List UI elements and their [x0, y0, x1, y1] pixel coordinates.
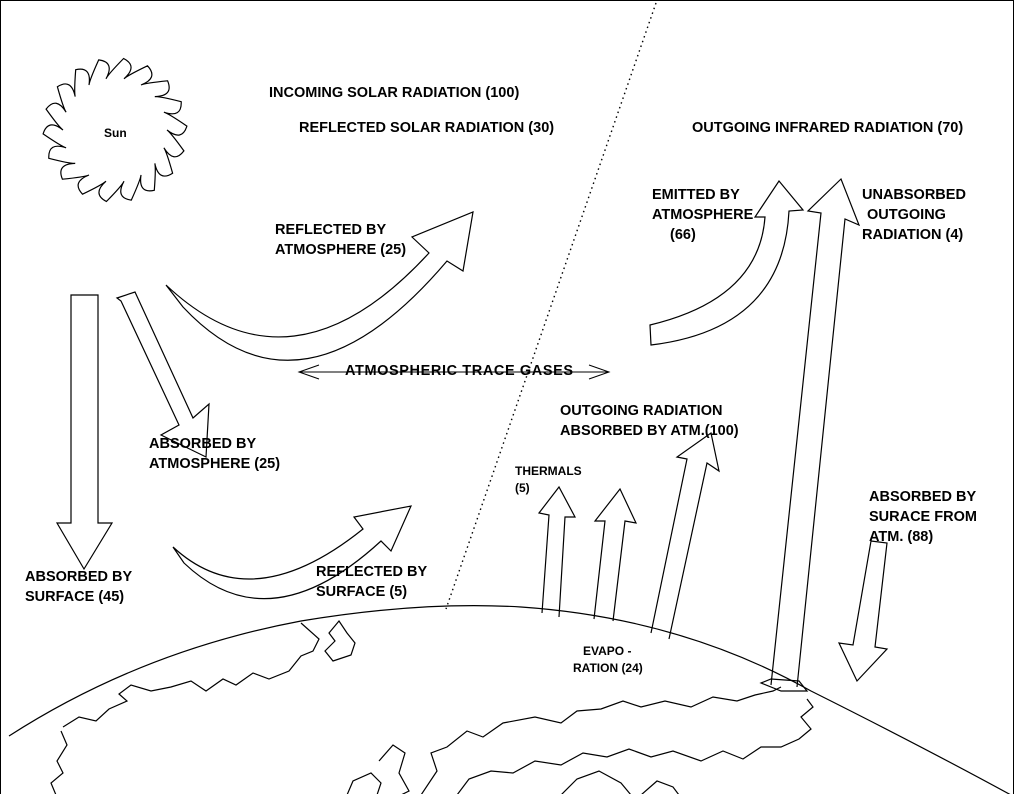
outgoing-absorbed-line-2: ABSORBED BY ATM.(100) — [560, 423, 739, 439]
incoming-solar-radiation-label: INCOMING SOLAR RADIATION (100) — [269, 85, 520, 101]
unabsorbed-outgoing-radiation-label: UNABSORBED OUTGOING RADIATION (4) — [862, 185, 966, 245]
sun-label: Sun — [104, 126, 127, 140]
outgoing-radiation-absorbed-label: OUTGOING RADIATION ABSORBED BY ATM.(100) — [560, 401, 739, 441]
absorbed-by-surface-label: ABSORBED BY SURFACE (45) — [25, 567, 132, 607]
reflected-by-surface-label: REFLECTED BY SURFACE (5) — [316, 562, 427, 602]
continent-outline — [62, 622, 320, 728]
thermals-line-2: (5) — [515, 481, 530, 495]
thermals-line-1: THERMALS — [515, 464, 582, 478]
absorbed-from-atm-line-2: SURACE FROM — [869, 509, 977, 525]
absorbed-by-atmosphere-line-1: ABSORBED BY — [149, 436, 257, 452]
absorbed-by-surface-from-atm-arrow — [837, 540, 889, 683]
thermals-arrow — [593, 487, 638, 622]
outgoing-infrared-radiation-label: OUTGOING INFRARED RADIATION (70) — [692, 120, 964, 136]
reflected-by-surface-arrow — [172, 505, 413, 600]
earth-globe — [8, 605, 1011, 794]
emitted-by-atmosphere-line-1: EMITTED BY — [652, 187, 740, 203]
unabsorbed-outgoing-radiation-arrow — [770, 177, 861, 688]
reflected-by-surface-line-1: REFLECTED BY — [316, 564, 428, 580]
unabsorbed-outgoing-line-1: UNABSORBED — [862, 187, 966, 203]
continent-outline — [641, 780, 679, 794]
absorbed-by-atmosphere-label: ABSORBED BY ATMOSPHERE (25) — [149, 434, 280, 474]
reflected-solar-radiation-label: REFLECTED SOLAR RADIATION (30) — [299, 120, 555, 136]
thermals-arrow — [537, 485, 576, 618]
thermals-label: THERMALS (5) — [515, 463, 582, 497]
continent-outline — [378, 744, 410, 794]
sun-icon — [42, 57, 188, 203]
emitted-by-atmosphere-line-2: ATMOSPHERE — [652, 207, 754, 223]
absorbed-by-surface-line-2: SURFACE (45) — [25, 589, 125, 605]
absorbed-by-surface-arrow — [55, 294, 114, 571]
emitted-by-atmosphere-label: EMITTED BY ATMOSPHERE (66) — [652, 185, 753, 245]
absorbed-from-atm-line-1: ABSORBED BY — [869, 489, 977, 505]
unabsorbed-outgoing-line-3: RADIATION (4) — [862, 227, 964, 243]
continent-outline — [50, 730, 68, 794]
absorbed-by-surface-from-atm-label: ABSORBED BY SURACE FROM ATM. (88) — [869, 487, 977, 547]
atmosphere-boundary-dotted-line — [445, 2, 657, 610]
absorbed-from-atm-line-3: ATM. (88) — [869, 529, 934, 545]
emitted-by-atmosphere-line-3: (66) — [670, 227, 696, 243]
reflected-by-atmosphere-line-2: ATMOSPHERE (25) — [275, 242, 407, 258]
reflected-by-atmosphere-arrow — [165, 211, 474, 361]
reflected-by-surface-line-2: SURFACE (5) — [316, 584, 408, 600]
absorbed-by-atmosphere-line-2: ATMOSPHERE (25) — [149, 456, 281, 472]
absorbed-by-surface-line-1: ABSORBED BY — [25, 569, 133, 585]
atmospheric-trace-gases-label: ATMOSPHERIC TRACE GASES — [345, 363, 574, 379]
reflected-by-atmosphere-line-1: REFLECTED BY — [275, 222, 387, 238]
continent-outline — [420, 686, 782, 794]
evaporation-label: EVAPO - RATION (24) — [573, 643, 643, 677]
evaporation-line-2: RATION (24) — [573, 661, 643, 675]
absorbed-by-atmosphere-arrow — [115, 291, 210, 458]
emitted-by-atmosphere-arrow — [649, 179, 805, 346]
continent-outline — [759, 678, 809, 692]
continent-outline — [324, 619, 356, 662]
continent-outline — [457, 698, 814, 794]
earth-horizon-curve — [8, 605, 1011, 794]
trace-gases-double-arrow — [297, 364, 611, 380]
reflected-by-atmosphere-label: REFLECTED BY ATMOSPHERE (25) — [275, 220, 406, 260]
continent-outline — [346, 772, 382, 794]
continent-outline — [561, 770, 631, 794]
evaporation-line-1: EVAPO - — [583, 644, 632, 658]
outgoing-absorbed-line-1: OUTGOING RADIATION — [560, 403, 723, 419]
outgoing-radiation-absorbed-arrow — [650, 431, 720, 640]
unabsorbed-outgoing-line-2: OUTGOING — [867, 207, 946, 223]
